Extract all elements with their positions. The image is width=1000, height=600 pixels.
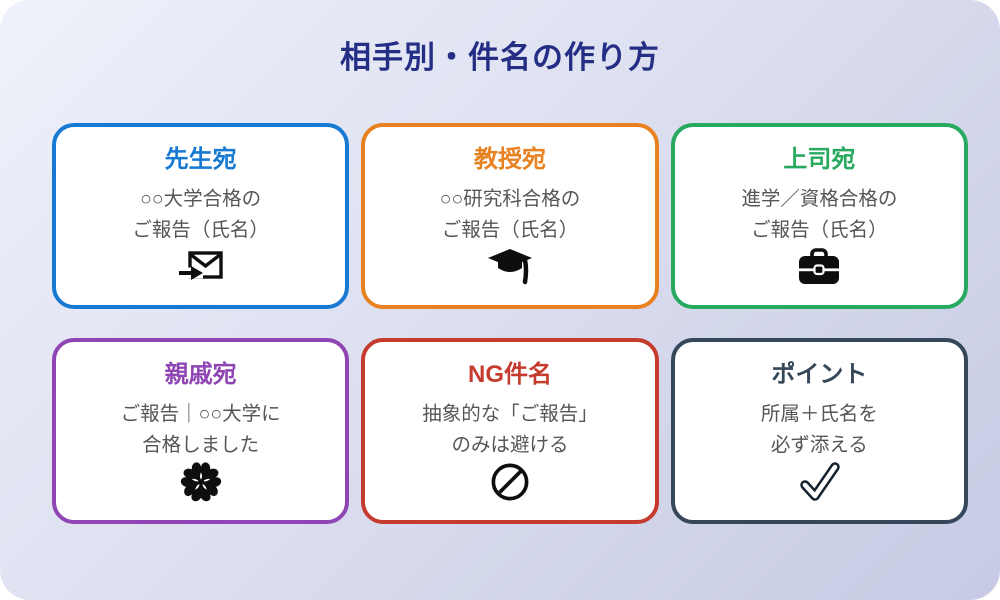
subject-line-2: ご報告（氏名） bbox=[132, 218, 269, 241]
card-relatives: 親戚宛 ご報告｜○○大学に 合格しました bbox=[52, 338, 350, 524]
card-subject-text: 進学／資格合格の ご報告（氏名） bbox=[741, 184, 897, 246]
subject-line-2: のみは避ける bbox=[451, 433, 569, 456]
subject-line-1: 抽象的な「ご報告」 bbox=[422, 402, 598, 425]
subject-line-1: ○○大学合格の bbox=[140, 187, 262, 210]
subject-line-1: ○○研究科合格の bbox=[439, 187, 581, 210]
prohibition-icon bbox=[489, 461, 531, 503]
card-teacher: 先生宛 ○○大学合格の ご報告（氏名） bbox=[52, 123, 350, 309]
send-mail-icon bbox=[176, 246, 225, 288]
checkmark-icon bbox=[795, 461, 843, 503]
card-title: 先生宛 bbox=[164, 146, 237, 173]
subject-line-2: ご報告（氏名） bbox=[441, 218, 579, 241]
card-subject-text: ○○大学合格の ご報告（氏名） bbox=[132, 184, 269, 246]
subject-line-1: ご報告｜○○大学に bbox=[120, 402, 281, 425]
card-professor: 教授宛 ○○研究科合格の ご報告（氏名） bbox=[361, 123, 659, 309]
subject-line-1: 所属＋氏名を bbox=[760, 402, 878, 425]
briefcase-icon bbox=[796, 246, 842, 288]
card-subject-text: ○○研究科合格の ご報告（氏名） bbox=[440, 184, 581, 246]
subject-line-2: ご報告（氏名） bbox=[751, 218, 888, 241]
card-title: 教授宛 bbox=[473, 146, 546, 173]
subject-line-1: 進学／資格合格の bbox=[741, 187, 898, 210]
card-title: ポイント bbox=[771, 361, 868, 388]
graduation-cap-icon bbox=[487, 246, 533, 288]
card-grid: 先生宛 ○○大学合格の ご報告（氏名） 教授宛 ○○研究科合格の ご報告（氏 bbox=[52, 123, 968, 524]
subject-line-2: 合格しました bbox=[142, 433, 260, 456]
subject-line-2: 必ず添える bbox=[770, 433, 868, 456]
card-boss: 上司宛 進学／資格合格の ご報告（氏名） bbox=[670, 123, 968, 309]
card-title: NG件名 bbox=[467, 361, 552, 388]
card-subject-text: 所属＋氏名を 必ず添える bbox=[761, 399, 878, 461]
page-title: 相手別・件名の作り方 bbox=[340, 40, 660, 75]
card-subject-text: 抽象的な「ご報告」 のみは避ける bbox=[422, 399, 598, 461]
card-subject-text: ご報告｜○○大学に 合格しました bbox=[121, 399, 281, 461]
card-title: 親戚宛 bbox=[164, 361, 237, 388]
card-point: ポイント 所属＋氏名を 必ず添える bbox=[670, 338, 968, 524]
card-title: 上司宛 bbox=[783, 146, 856, 173]
cherry-blossom-icon bbox=[179, 461, 223, 503]
card-ng-subject: NG件名 抽象的な「ご報告」 のみは避ける bbox=[361, 338, 659, 524]
